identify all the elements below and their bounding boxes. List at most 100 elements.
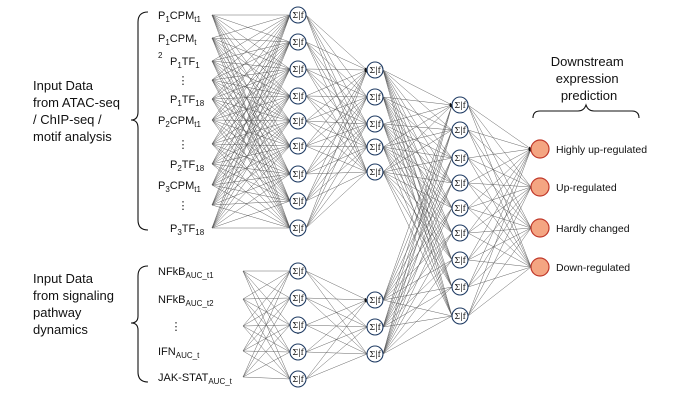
neuron-body	[451, 149, 469, 167]
neuron-body	[451, 199, 469, 217]
neuron-symbol: Σ|f	[454, 229, 466, 238]
connection-edge	[467, 104, 532, 229]
connection-edge	[467, 186, 532, 234]
output-header-line: expression	[556, 71, 619, 86]
connection-edge	[382, 123, 453, 261]
connection-edge	[305, 41, 368, 173]
output-node	[530, 177, 550, 197]
connection-edge	[467, 104, 532, 150]
connection-edge	[211, 143, 291, 175]
connection-edge	[305, 68, 368, 173]
connection-edge	[211, 14, 291, 147]
connection-edge	[382, 207, 453, 301]
neuron: Σ|f	[289, 112, 307, 130]
connection-edge	[211, 37, 291, 43]
output-nodes: Highly up-regulated Up-regulated Hardly …	[530, 139, 647, 277]
lower-input-brace	[130, 265, 149, 383]
connection-edge	[211, 14, 291, 70]
neuron-symbol: Σ|f	[369, 66, 381, 75]
neuron-body	[451, 96, 469, 114]
connection-edge	[242, 350, 291, 353]
connection-edge	[305, 95, 368, 98]
neuron-symbol: Σ|f	[454, 101, 466, 110]
connection-edge	[211, 79, 291, 97]
connection-edge	[305, 146, 368, 229]
connection-edge	[382, 69, 453, 184]
connection-edge	[305, 41, 368, 71]
neuron-symbol: Σ|f	[292, 321, 304, 330]
connection-edge	[305, 270, 368, 301]
connection-edge	[211, 68, 291, 145]
connection-edges	[211, 14, 532, 380]
neuron: Σ|f	[366, 115, 384, 133]
neuron-symbol: Σ|f	[292, 92, 304, 101]
neuron: Σ|f	[451, 307, 469, 325]
connection-edge	[382, 96, 453, 131]
connection-edge	[467, 104, 532, 268]
connection-edge	[382, 123, 453, 234]
connection-edge	[211, 79, 291, 229]
connection-edge	[211, 200, 291, 229]
connection-edge	[467, 259, 532, 268]
connection-edge	[467, 186, 532, 317]
connection-edge	[305, 171, 368, 175]
neuron-body	[289, 137, 307, 155]
neuron-body	[366, 163, 384, 181]
neuron-body	[289, 262, 307, 280]
neuron-symbol: Σ|f	[454, 283, 466, 292]
neuron-body	[289, 165, 307, 183]
connection-edge	[211, 184, 291, 202]
connection-edge	[382, 104, 453, 173]
connection-edge	[211, 120, 291, 165]
connection-edge	[242, 297, 291, 327]
lower-group-label: Input Data from signaling pathway dynami…	[33, 271, 118, 337]
neuron-body	[366, 61, 384, 79]
connection-edge	[211, 60, 291, 70]
input-label: P1CPMt1	[158, 10, 201, 24]
neuron: Σ|f	[289, 343, 307, 361]
lower-group-label-line: pathway	[33, 305, 82, 320]
neuron-body	[451, 174, 469, 192]
connection-edge	[211, 14, 291, 206]
connection-edge	[211, 173, 291, 206]
connection-edge	[382, 123, 453, 288]
connection-edge	[211, 60, 291, 202]
connection-edge	[382, 129, 453, 355]
output-node	[530, 257, 550, 277]
connection-edge	[382, 207, 453, 355]
connection-edge	[211, 60, 291, 175]
connection-edge	[467, 157, 532, 268]
input-label: P1CPMt	[158, 33, 197, 47]
connection-edge	[242, 297, 291, 378]
upper-input-brace	[130, 11, 149, 231]
neuron-symbol: Σ|f	[292, 65, 304, 74]
connection-edge	[305, 299, 368, 353]
connection-edge	[242, 270, 291, 353]
upper-group-label: Input Data from ATAC-seq / ChIP-seq / mo…	[33, 78, 124, 144]
connection-edge	[382, 299, 453, 317]
connection-edge	[467, 207, 532, 268]
connection-edge	[242, 270, 291, 380]
neuron-body	[366, 318, 384, 336]
connection-edge	[211, 41, 291, 186]
connection-edge	[467, 227, 532, 261]
neuron: Σ|f	[451, 251, 469, 269]
neuron: Σ|f	[451, 149, 469, 167]
neuron-symbol: Σ|f	[369, 120, 381, 129]
connection-edge	[467, 148, 532, 159]
input-label: JAK-STATAUC_t	[158, 372, 233, 386]
output-node	[530, 218, 550, 238]
connection-edge	[305, 171, 368, 229]
connection-edge	[305, 95, 368, 125]
connection-edge	[211, 14, 291, 145]
connection-edge	[211, 119, 291, 122]
connection-edge	[382, 123, 453, 131]
neuron: Σ|f	[366, 61, 384, 79]
connection-edge	[242, 324, 291, 378]
upper-group-label-line: / ChIP-seq /	[33, 112, 102, 127]
output-brace	[532, 103, 640, 119]
connection-edge	[382, 96, 453, 317]
upper-group-label-line: from ATAC-seq	[33, 95, 120, 110]
connection-edge	[467, 186, 532, 288]
